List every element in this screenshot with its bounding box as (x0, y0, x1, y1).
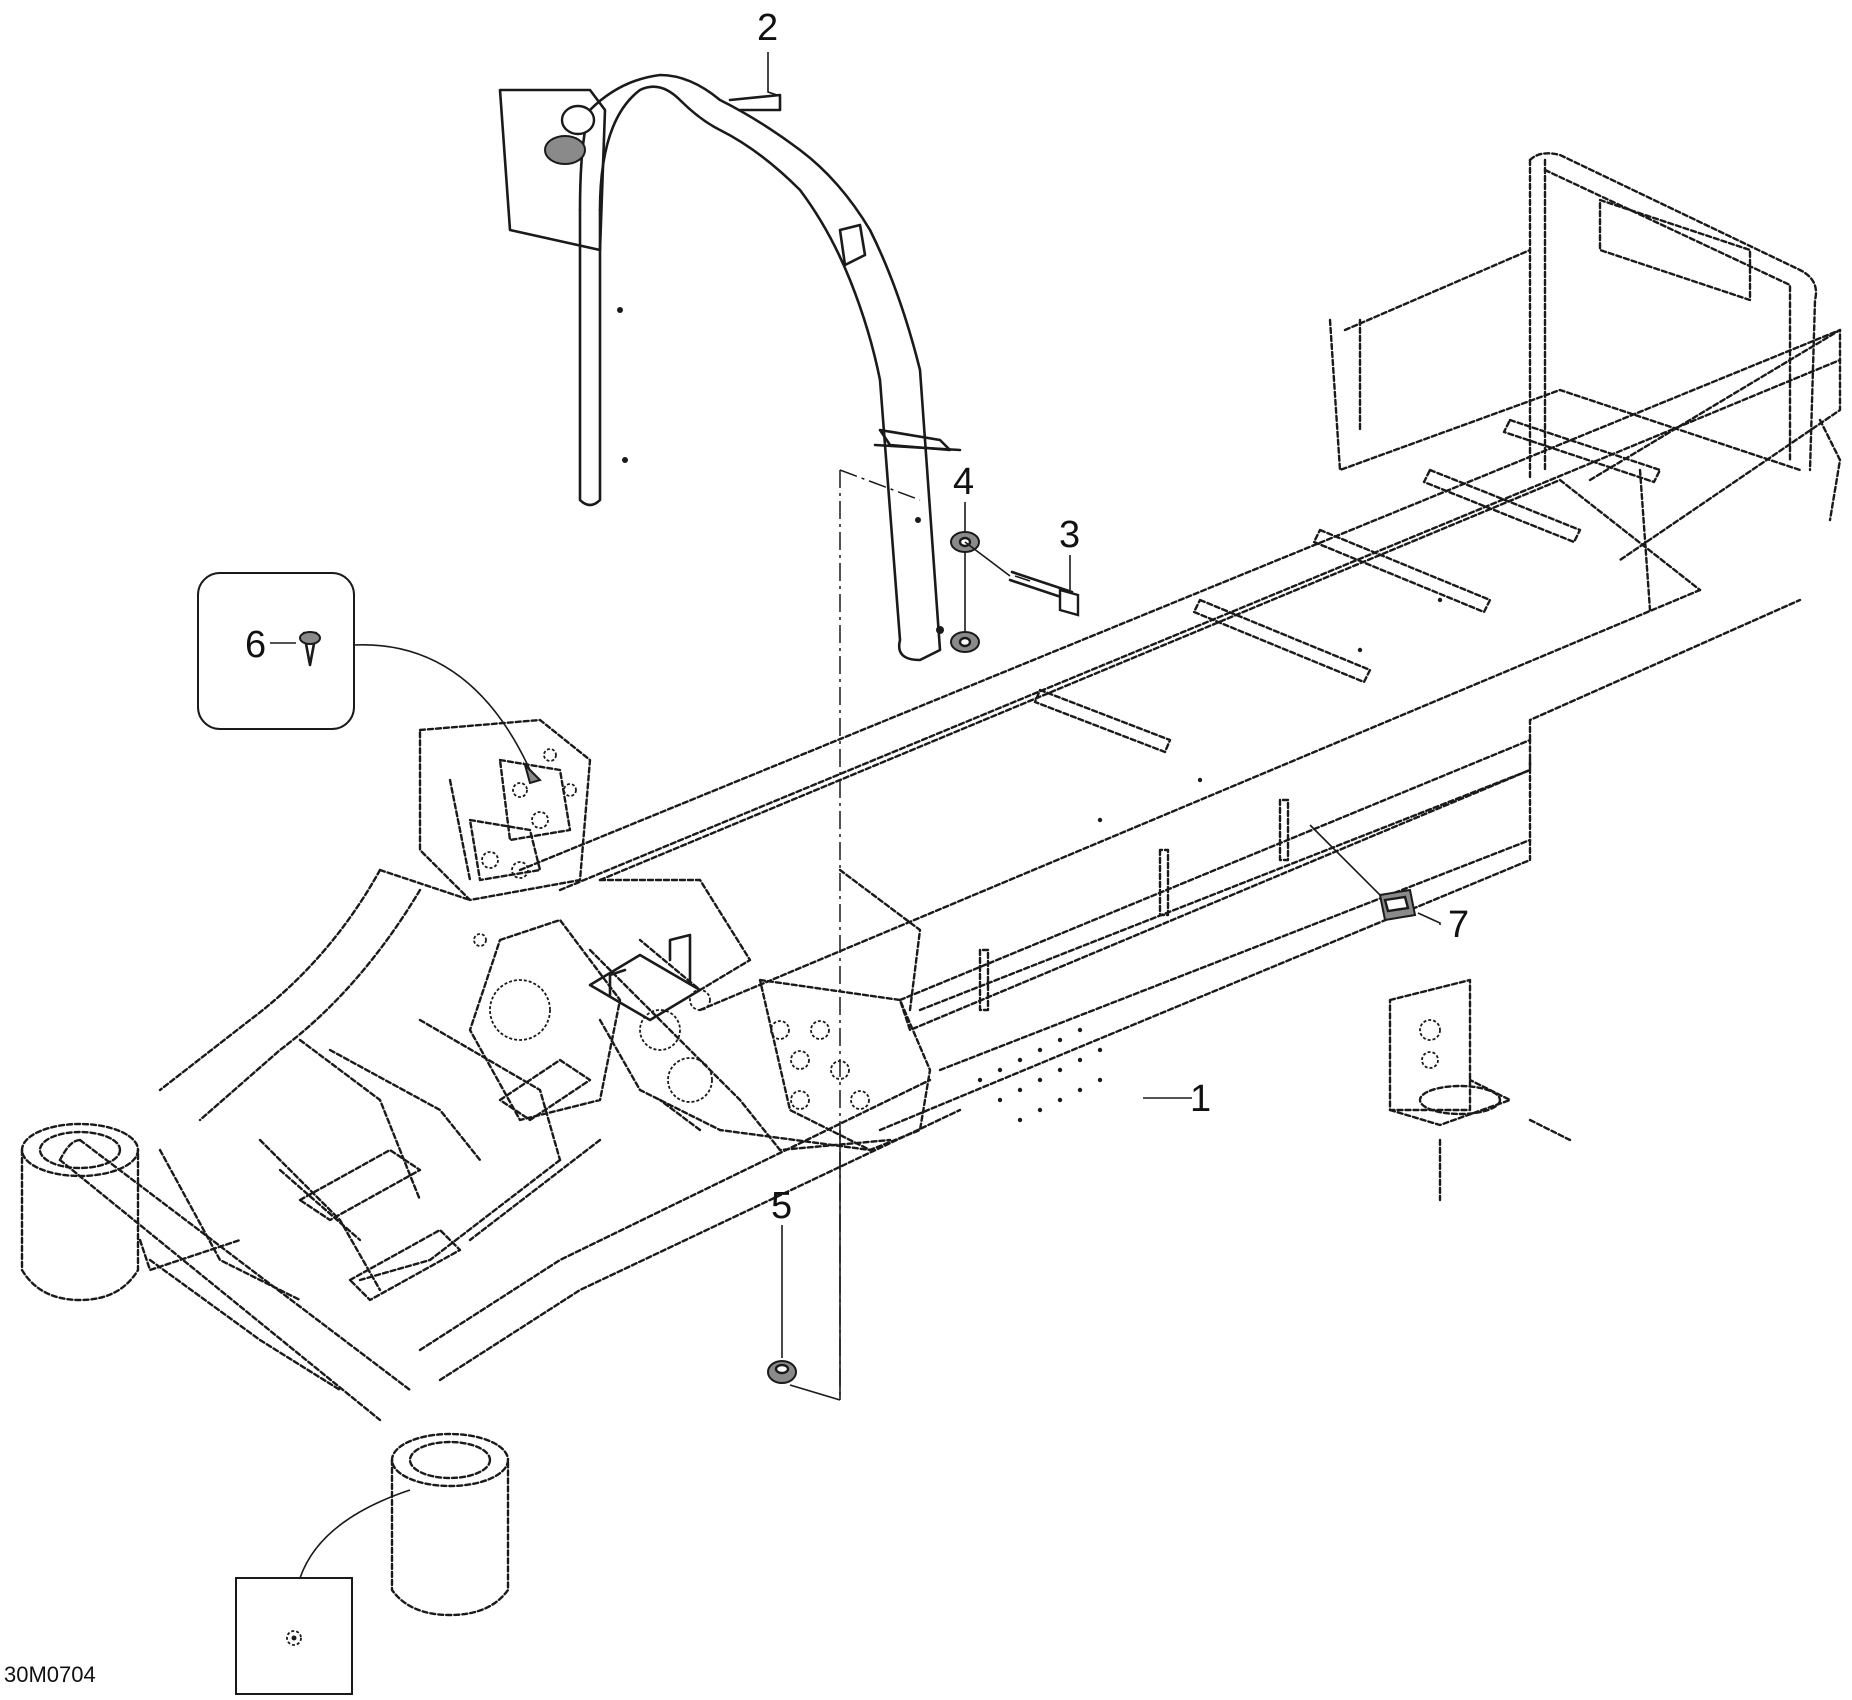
side-bracket-detail (1388, 978, 1572, 1202)
plug-7 (1309, 824, 1417, 922)
figure-id: 30M0704 (4, 1662, 96, 1687)
step-holes (977, 597, 1443, 1123)
alignment-lines (789, 469, 921, 1401)
callout-1: 1 (1190, 1078, 1211, 1120)
callout-2: 2 (757, 7, 778, 49)
callout-leaders (767, 52, 1441, 1358)
callout-6: 6 (245, 624, 266, 666)
bolt-3 (1008, 570, 1080, 617)
callout-7: 7 (1448, 904, 1469, 946)
steering-support (498, 73, 962, 662)
callout-4: 4 (953, 461, 974, 503)
inset-box-screw (197, 572, 542, 785)
main-frame (20, 152, 1842, 1617)
callout-5: 5 (771, 1185, 792, 1227)
callout-3: 3 (1059, 514, 1080, 556)
inset-box-fastener (235, 1489, 411, 1695)
nut-5 (767, 1360, 797, 1384)
washers-4 (950, 531, 1011, 653)
